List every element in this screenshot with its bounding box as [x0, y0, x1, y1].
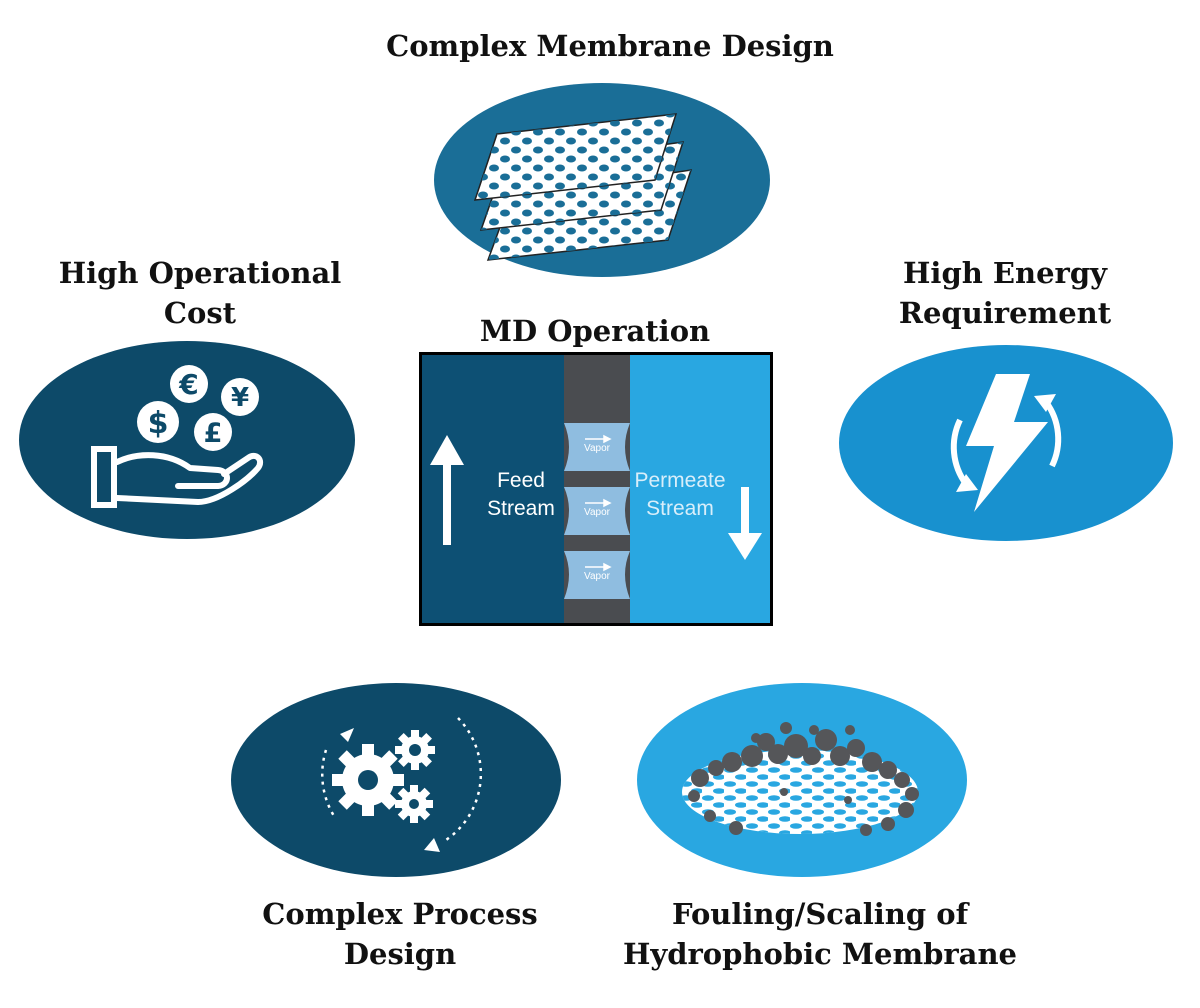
label-high-operational-cost: High Operational Cost	[58, 256, 342, 330]
md-operation-panel: Feed Stream Permeate Stream Vapor Vapor …	[419, 352, 773, 626]
label-fouling-scaling: Fouling/Scaling of Hydrophobic Membrane	[622, 897, 1018, 971]
dollar-symbol: $	[148, 406, 169, 441]
cost-ellipse: € ¥ $ £	[19, 341, 355, 539]
feed-stream-label: Feed Stream	[487, 469, 555, 520]
md-operation-diagram	[422, 355, 770, 623]
vapor-label-2: Vapor	[584, 507, 610, 518]
pound-symbol: £	[204, 418, 223, 449]
membrane-layers-icon	[473, 113, 693, 261]
fouling-ellipse	[637, 683, 967, 877]
euro-symbol: €	[178, 368, 198, 401]
fouled-membrane-icon	[682, 722, 919, 836]
vapor-label-1: Vapor	[584, 443, 610, 454]
lightning-cycle-icon	[950, 374, 1062, 512]
vapor-label-3: Vapor	[584, 571, 610, 582]
label-high-energy-requirement: High Energy Requirement	[898, 256, 1112, 330]
membrane-ellipse	[434, 83, 770, 277]
energy-ellipse	[839, 345, 1173, 541]
money-hand-icon	[91, 365, 264, 508]
label-complex-membrane-design: Complex Membrane Design	[386, 29, 834, 63]
permeate-stream-label: Permeate Stream	[634, 469, 726, 520]
label-md-operation: MD Operation	[479, 314, 711, 348]
process-ellipse	[231, 683, 561, 877]
label-complex-process-design: Complex Process Design	[262, 897, 538, 971]
yen-symbol: ¥	[231, 383, 249, 413]
